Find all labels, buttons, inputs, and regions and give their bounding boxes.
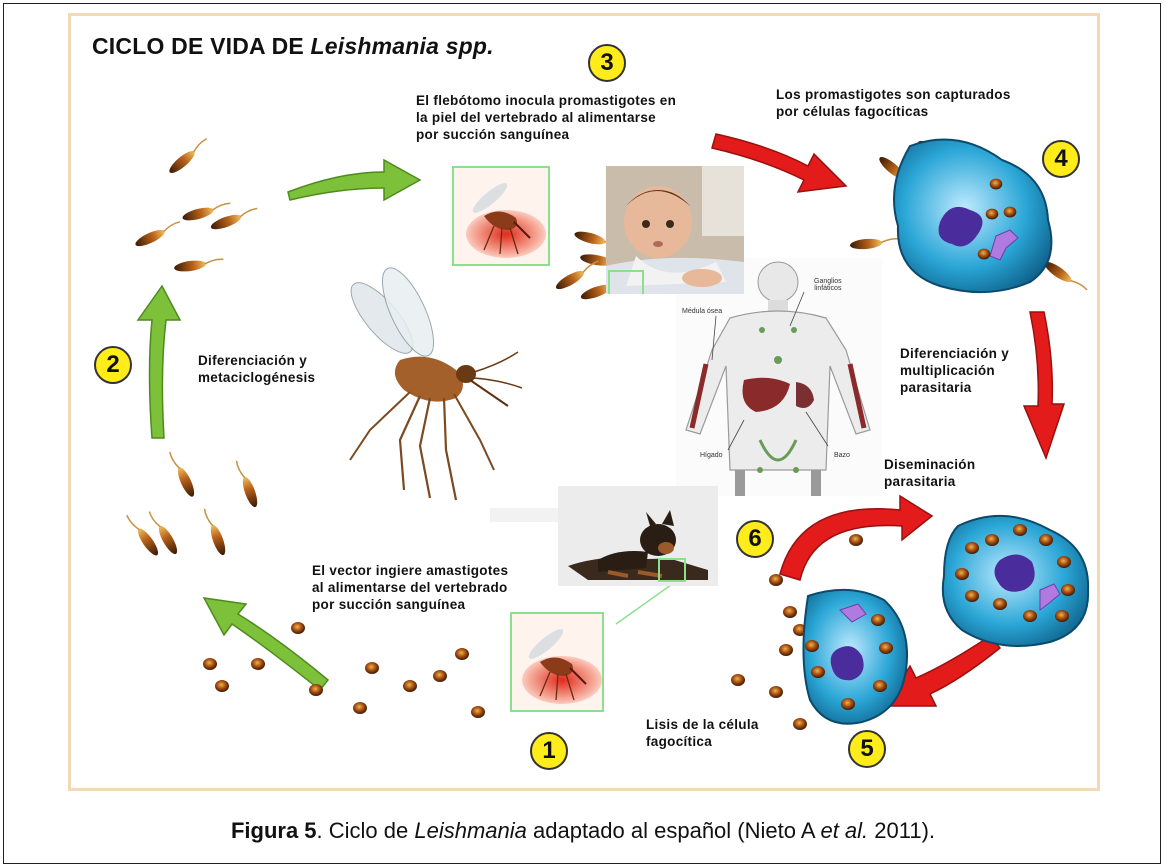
macrophage-lysis — [803, 590, 907, 724]
step3-description: El flebótomo inocula promastigotes en la… — [416, 92, 676, 143]
green-arrow-top — [288, 160, 420, 200]
step-number-3: 3 — [588, 44, 626, 82]
differentiation-description: Diferenciación y multiplicación parasita… — [900, 345, 1009, 396]
green-arrow-left — [138, 286, 180, 438]
sandfly-feeding-photo-bottom — [510, 612, 604, 712]
step-number-5: 5 — [848, 730, 886, 768]
figure-caption: Figura 5. Ciclo de Leishmania adaptado a… — [0, 818, 1166, 844]
dissemination-description: Diseminación parasitaria — [884, 456, 975, 490]
promastigote-icon — [133, 136, 259, 273]
step4-description: Los promastigotes son capturados por cél… — [776, 86, 1011, 120]
red-arrow-right — [1024, 312, 1064, 458]
step-number-1: 1 — [530, 732, 568, 770]
dog-photo-fade — [490, 508, 558, 522]
label-medula: Médula ósea — [682, 308, 722, 315]
dog-photo — [558, 486, 718, 586]
step-number-6: 6 — [736, 520, 774, 558]
zoom-connector-bottom — [616, 580, 678, 624]
macrophage-infected — [943, 516, 1088, 646]
diagram-title: CICLO DE VIDA DE Leishmania spp. — [92, 33, 494, 60]
label-ganglios: Ganglios linfáticos — [814, 278, 842, 292]
green-arrow-bottom — [204, 598, 328, 690]
step1-description: El vector ingiere amastigotes al aliment… — [312, 562, 508, 613]
step-number-2: 2 — [94, 346, 132, 384]
baby-photo — [606, 166, 744, 294]
promastigote-cluster-left — [124, 449, 260, 558]
label-bazo: Bazo — [834, 452, 850, 459]
label-higado: Hígado — [700, 452, 723, 459]
step2-description: Diferenciación y metaciclogénesis — [198, 352, 315, 386]
step5-description: Lisis de la célula fagocítica — [646, 716, 759, 750]
sandfly-feeding-photo-top — [452, 166, 550, 266]
sandfly-icon — [341, 261, 522, 500]
step-number-4: 4 — [1042, 140, 1080, 178]
macrophage-icon — [894, 140, 1051, 293]
